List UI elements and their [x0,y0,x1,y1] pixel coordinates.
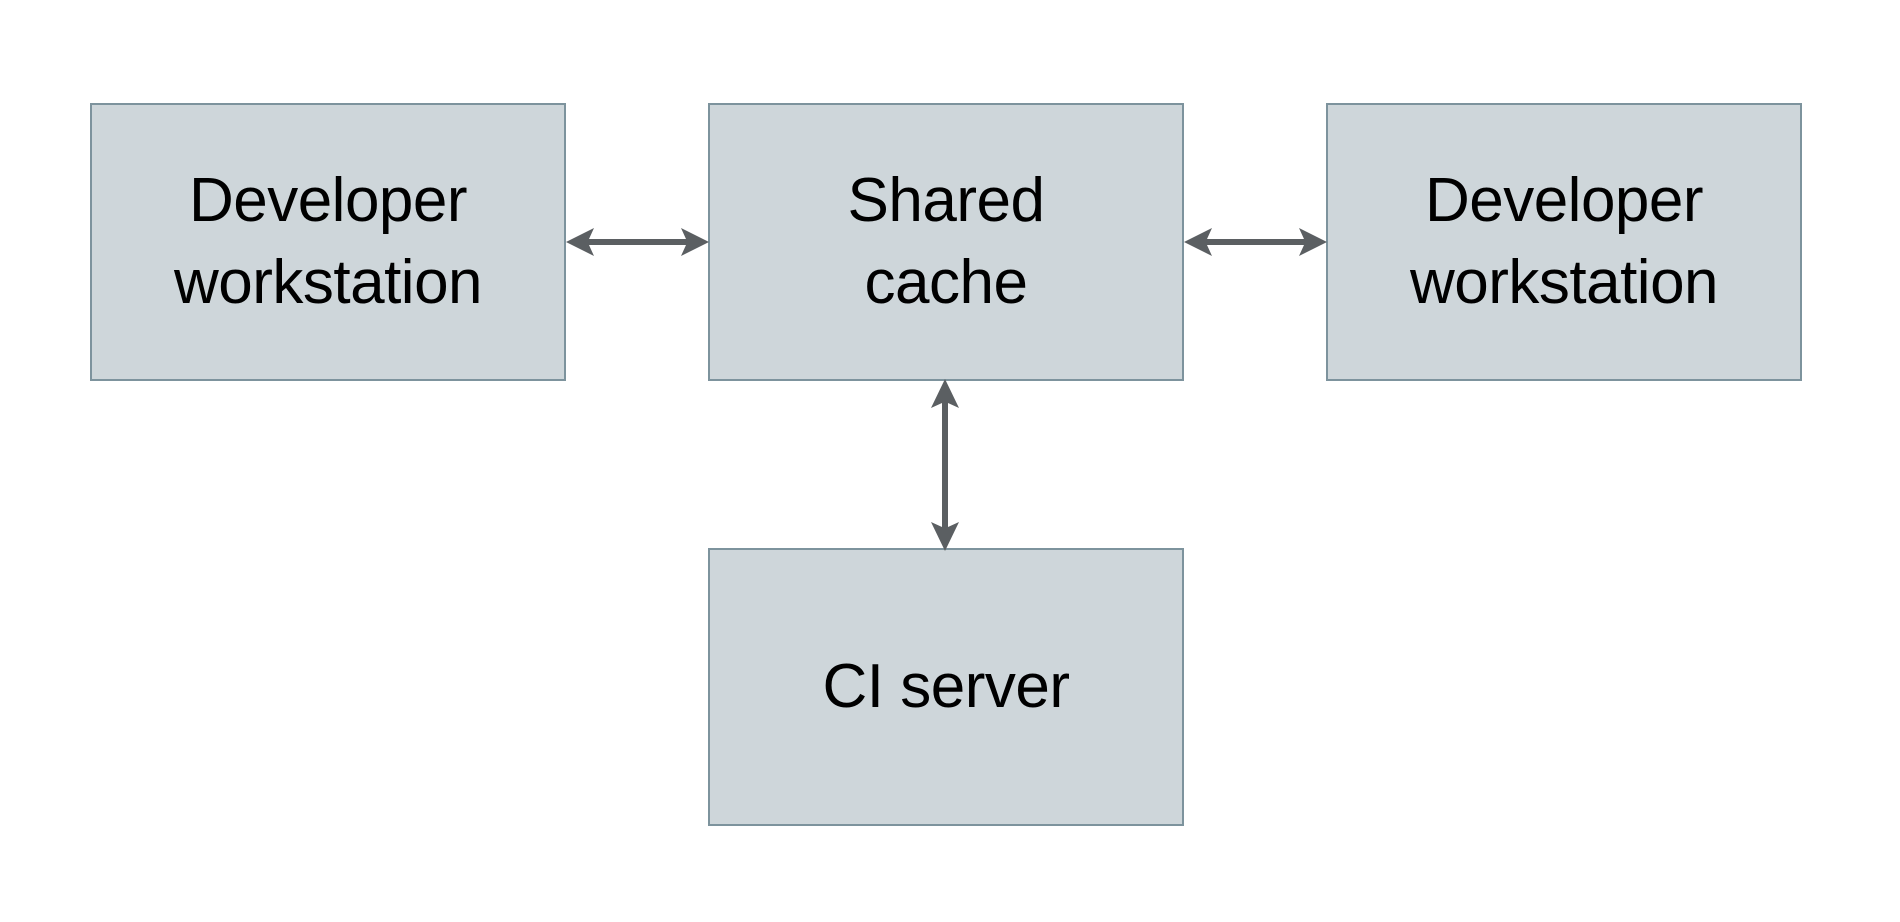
node-label-ci-server: CI server [822,652,1070,721]
node-label-developer-workstation-left: Developer workstation [173,166,483,317]
edge-shared-cache-to-developer-workstation-right-arrow[interactable] [1178,212,1333,272]
node-label-shared-cache: Shared cache [847,166,1045,317]
edge-shared-cache-to-ci-server-arrow[interactable] [915,375,975,555]
node-label-developer-workstation-right: Developer workstation [1409,166,1719,317]
edge-developer-workstation-left-to-shared-cache-arrow[interactable] [560,212,715,272]
node-developer-workstation-left[interactable]: Developer workstation [90,103,566,381]
node-ci-server[interactable]: CI server [708,548,1184,826]
node-shared-cache[interactable]: Shared cache [708,103,1184,381]
node-developer-workstation-right[interactable]: Developer workstation [1326,103,1802,381]
